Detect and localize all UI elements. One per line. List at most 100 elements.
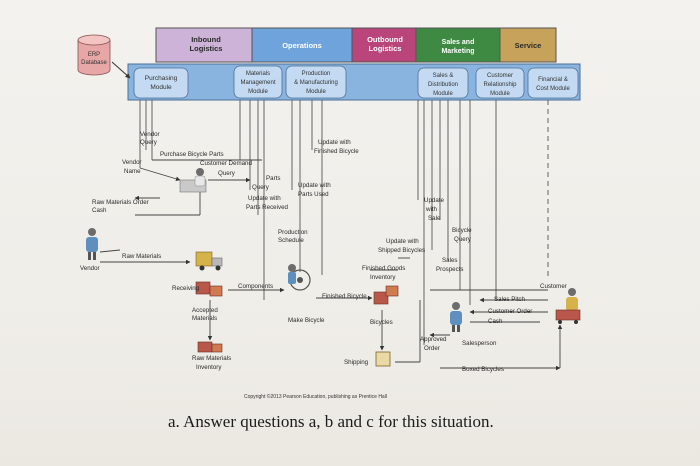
vendor-query-label: Vendor <box>140 131 160 138</box>
assembly-worker-icon <box>288 264 311 291</box>
parts-query-label: Parts <box>266 175 280 182</box>
approved-label-2: Order <box>424 345 440 352</box>
outbound-logistics-box <box>351 27 417 63</box>
service-label: Service <box>515 41 542 50</box>
copyright-text: Copyright ©2013 Pearson Education, publi… <box>244 393 387 400</box>
vendor-name-label: Vendor <box>122 159 142 166</box>
parts-query-label-2: Query <box>252 184 270 191</box>
financial-module <box>527 67 579 99</box>
purchasing-module <box>133 67 189 99</box>
shipping-label: Shipping <box>344 359 369 366</box>
module-flow-lines <box>139 100 549 345</box>
raw-inventory-box-icon <box>197 341 223 353</box>
sales-pitch-label: Sales Pitch <box>494 296 526 303</box>
accepted-label: Accepted <box>192 307 218 314</box>
cash-label: Cash <box>488 318 503 325</box>
bicycle-query-label: Bicycle <box>452 227 472 234</box>
shipping-box-icon <box>375 351 391 367</box>
sales-dist-label-3: Module <box>433 91 453 97</box>
finished-goods-label: Finished Goods <box>362 265 405 272</box>
crm-label-3: Module <box>490 91 510 97</box>
inbound-logistics-box <box>155 27 253 63</box>
erp-module-band: Purchasing Module Materials Management M… <box>127 63 581 101</box>
sales-prospects-label-2: Prospects <box>436 266 464 273</box>
customer-label: Customer <box>540 283 567 290</box>
crm-label: Customer <box>487 73 513 79</box>
update-shipped-label: Update with <box>386 238 419 245</box>
inbound-label: Inbound <box>191 35 221 44</box>
update-finished-label-2: Finished Bicycle <box>314 148 359 155</box>
outbound-label: Outbound <box>367 35 403 44</box>
finished-bicycle-label: Finished Bicycle <box>322 293 367 300</box>
customer-demand-label: Customer Demand <box>200 160 252 167</box>
erp-database-icon: ERP Database <box>77 34 111 76</box>
bicycles-label: Bicycles <box>370 319 393 326</box>
bicycle-query-label-2: Query <box>454 236 472 243</box>
finished-goods-label-2: Inventory <box>370 274 396 281</box>
production-label-2: & Manufacturing <box>294 80 338 86</box>
approved-label: Approved <box>420 336 447 343</box>
raw-materials-box-icon <box>195 281 223 297</box>
purchasing-label: Purchasing <box>145 75 178 82</box>
vendor-query-label-2: Query <box>140 139 158 146</box>
database-label: ERP <box>88 52 100 58</box>
customer-cart-icon <box>555 288 581 324</box>
receiving-truck-icon <box>195 251 223 271</box>
sales-distribution-module <box>417 67 469 99</box>
sales-label-2: Marketing <box>441 48 474 55</box>
operations-label: Operations <box>282 41 322 50</box>
database-label-2: Database <box>81 60 107 66</box>
database-connector <box>111 61 131 79</box>
inbound-label-2: Logistics <box>190 44 223 53</box>
update-parts-received-label: Update with <box>248 195 281 202</box>
crm-label-2: Relationship <box>483 82 517 88</box>
question-text: a. Answer questions a, b and c for this … <box>168 412 494 431</box>
update-finished-label: Update with <box>318 139 351 146</box>
query-label: Query <box>218 170 236 177</box>
materials-label: Materials <box>246 71 270 77</box>
purchase-parts-label: Purchase Bicycle Parts <box>160 151 224 158</box>
update-parts-received-label-2: Parts Received <box>246 204 289 211</box>
update-sale-label: Update <box>424 197 445 204</box>
value-chain-header: Inbound Logistics Operations Outbound Lo… <box>155 27 557 63</box>
salesperson-icon <box>450 302 462 332</box>
outbound-label-2: Logistics <box>369 44 402 53</box>
update-parts-used-label: Update with <box>298 182 331 189</box>
update-sale-label-2: with <box>425 206 438 213</box>
production-label: Production <box>302 71 331 77</box>
components-label: Components <box>238 283 273 290</box>
operations-box <box>251 27 353 63</box>
boxed-bicycles-label: Boxed Bicycles <box>462 366 504 373</box>
production-module <box>285 65 347 99</box>
raw-materials-label: Raw Materials <box>122 253 161 260</box>
purchasing-clerk-icon <box>179 168 207 193</box>
materials-module <box>233 65 283 99</box>
customer-order-label: Customer Order <box>488 308 532 315</box>
accepted-label-2: Materials <box>192 315 217 322</box>
vendor-name-label-2: Name <box>124 168 141 175</box>
sales-prospects-label: Sales <box>442 257 457 264</box>
flow-arrows <box>99 159 563 371</box>
materials-label-3: Module <box>248 89 268 95</box>
production-schedule-label-2: Schedule <box>278 237 304 244</box>
finance-label-2: Cost Module <box>536 86 570 92</box>
sales-dist-label: Sales & <box>433 73 454 79</box>
production-label-3: Module <box>306 89 326 95</box>
salesperson-label: Salesperson <box>462 340 497 347</box>
update-sale-label-3: Sale <box>428 215 441 222</box>
production-schedule-label: Production <box>278 229 308 236</box>
materials-label-2: Management <box>240 80 275 86</box>
sales-label: Sales and <box>442 39 475 46</box>
raw-order-label: Raw Materials Order <box>92 199 149 206</box>
vendor-person-icon <box>86 228 98 260</box>
finance-label: Financial & <box>538 77 568 83</box>
sales-dist-label-2: Distribution <box>428 82 458 88</box>
make-bicycle-label: Make Bicycle <box>288 317 325 324</box>
update-parts-used-label-2: Parts Used <box>298 191 329 198</box>
vendor-label: Vendor <box>80 265 100 272</box>
raw-order-label-2: Cash <box>92 207 107 214</box>
receiving-label: Receiving <box>172 285 200 292</box>
update-shipped-label-2: Shipped Bicycles <box>378 247 425 254</box>
finished-bicycle-box-icon <box>373 285 399 305</box>
